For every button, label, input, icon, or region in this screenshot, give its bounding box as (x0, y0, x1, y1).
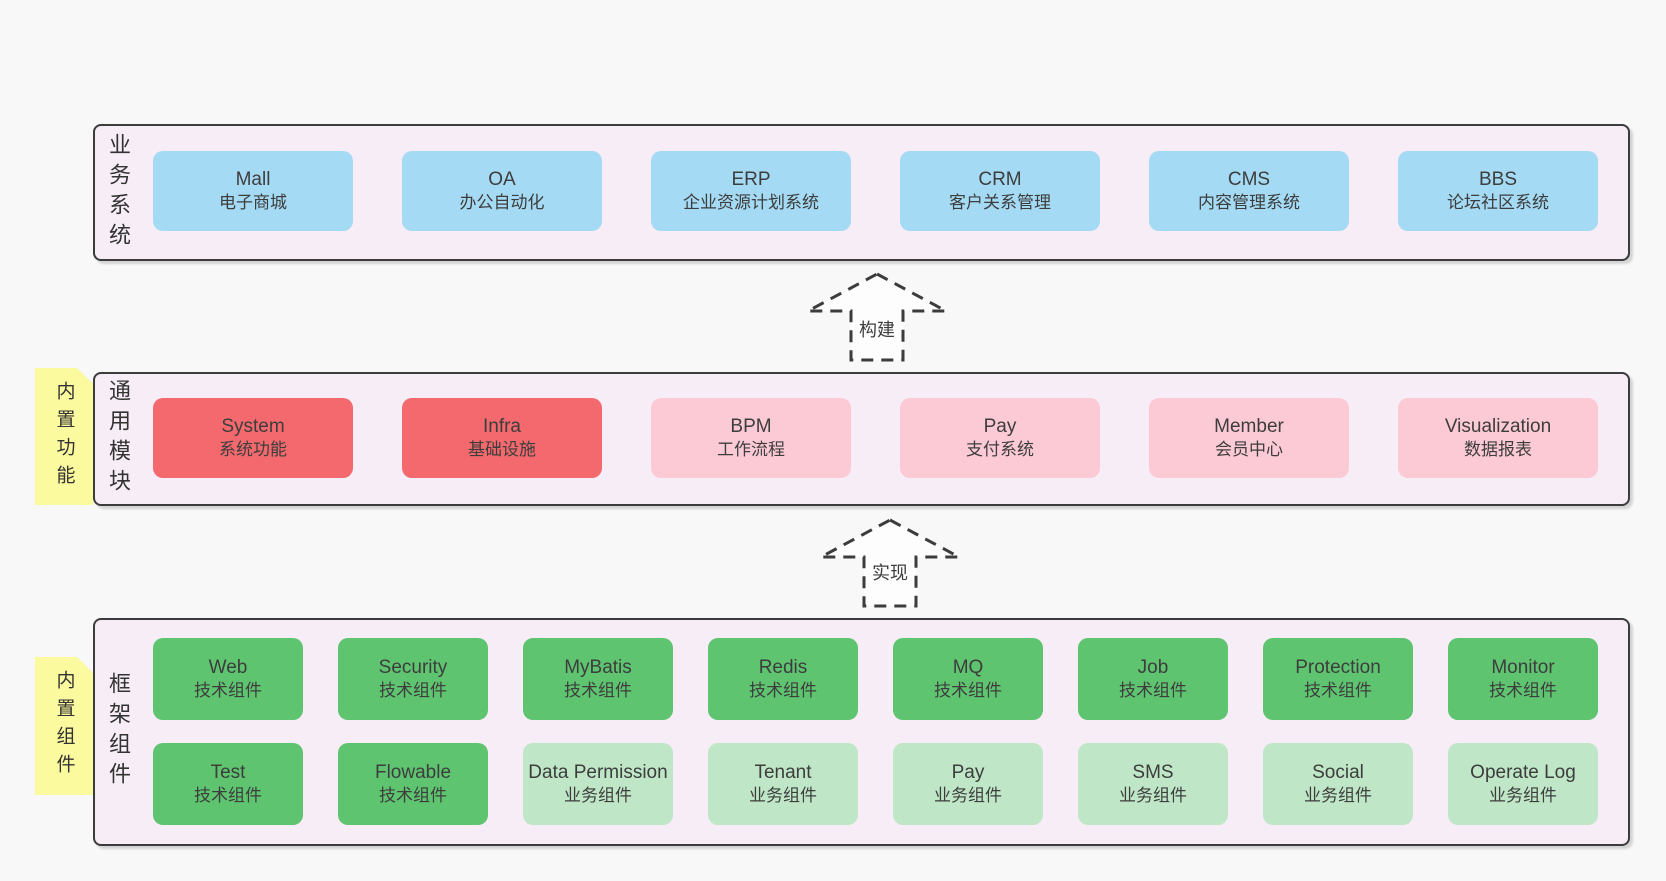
node-monitor: Monitor 技术组件 (1448, 638, 1598, 720)
node-web: Web 技术组件 (153, 638, 303, 720)
section-label-components: 框架组件 (106, 672, 131, 792)
node-crm: CRM 客户关系管理 (900, 151, 1100, 231)
node-social: Social 业务组件 (1263, 743, 1413, 825)
node-system: System 系统功能 (153, 398, 353, 478)
node-tenant: Tenant 业务组件 (708, 743, 858, 825)
section-label-business: 业务系统 (106, 132, 131, 253)
node-flowable: Flowable 技术组件 (338, 743, 488, 825)
node-job: Job 技术组件 (1078, 638, 1228, 720)
node-bpm: BPM 工作流程 (651, 398, 851, 478)
node-protection: Protection 技术组件 (1263, 638, 1413, 720)
section-label-modules: 通用模块 (106, 379, 131, 499)
node-data-permission: Data Permission 业务组件 (523, 743, 673, 825)
node-mall: Mall 电子商城 (153, 151, 353, 231)
node-test: Test 技术组件 (153, 743, 303, 825)
node-infra: Infra 基础设施 (402, 398, 602, 478)
build-arrow-label: 构建 (855, 314, 899, 344)
sticky-note-builtin-components: 内置组件 (35, 657, 93, 795)
node-security: Security 技术组件 (338, 638, 488, 720)
node-pay-component: Pay 业务组件 (893, 743, 1043, 825)
node-pay-module: Pay 支付系统 (900, 398, 1100, 478)
node-bbs: BBS 论坛社区系统 (1398, 151, 1598, 231)
implement-arrow-label: 实现 (868, 557, 912, 587)
node-member: Member 会员中心 (1149, 398, 1349, 478)
node-oa: OA 办公自动化 (402, 151, 602, 231)
node-erp: ERP 企业资源计划系统 (651, 151, 851, 231)
node-visualization: Visualization 数据报表 (1398, 398, 1598, 478)
node-operate-log: Operate Log 业务组件 (1448, 743, 1598, 825)
sticky-note-builtin-functions: 内置功能 (35, 368, 93, 505)
node-mybatis: MyBatis 技术组件 (523, 638, 673, 720)
node-cms: CMS 内容管理系统 (1149, 151, 1349, 231)
node-redis: Redis 技术组件 (708, 638, 858, 720)
node-mq: MQ 技术组件 (893, 638, 1043, 720)
node-sms: SMS 业务组件 (1078, 743, 1228, 825)
